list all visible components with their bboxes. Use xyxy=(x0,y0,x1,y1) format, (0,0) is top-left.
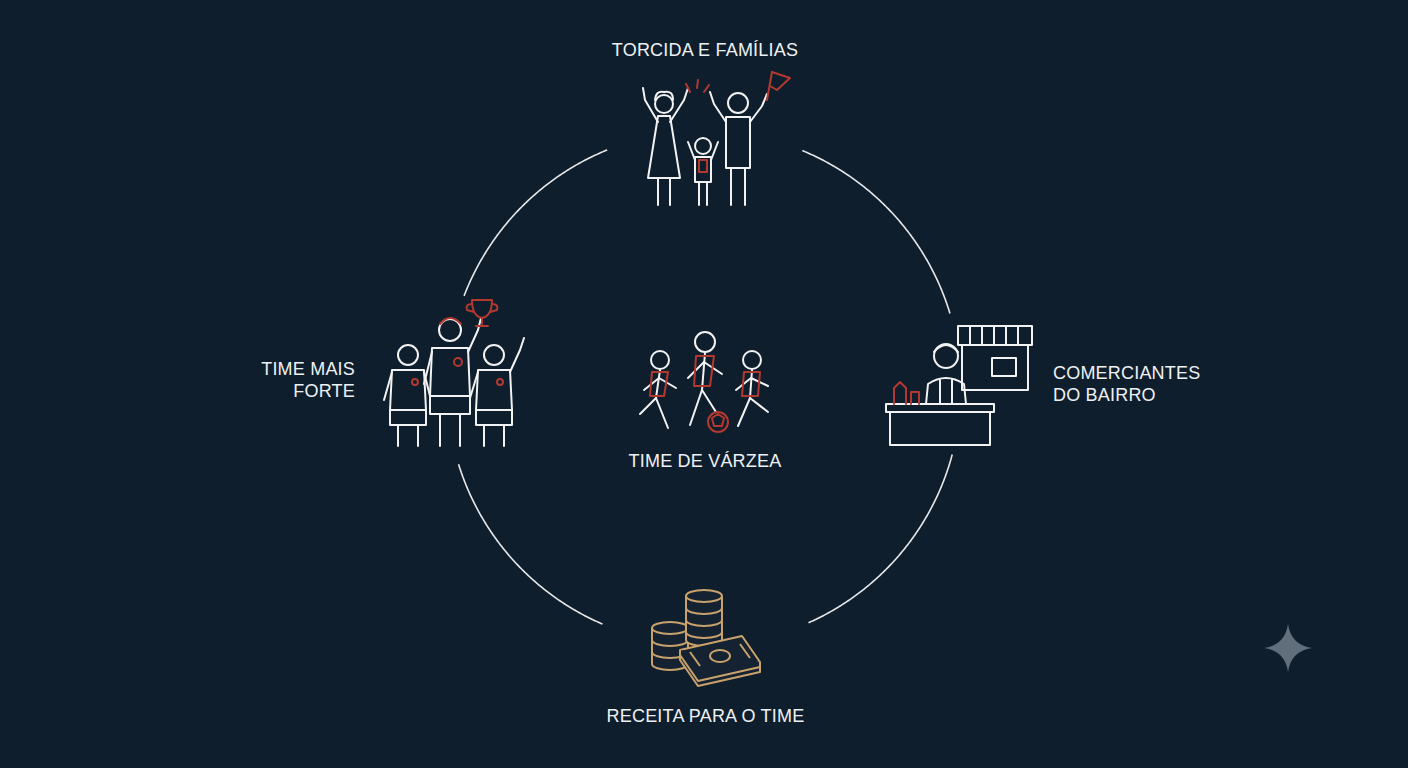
ring-arc xyxy=(464,150,607,296)
label-group: TIME DE VÁRZEA xyxy=(629,450,782,473)
icon-label-node: TIME DE VÁRZEA xyxy=(625,330,785,473)
icon-space xyxy=(885,318,1033,450)
ring-arc xyxy=(809,455,953,623)
node-label: RECEITA PARA O TIME xyxy=(607,705,805,728)
icon-space xyxy=(648,583,763,693)
icon-label-node: COMERCIANTES DO BAIRRO xyxy=(885,318,1213,450)
players-icon xyxy=(640,332,768,432)
icon-space xyxy=(620,65,790,150)
label-group: COMERCIANTES DO BAIRRO xyxy=(1053,362,1213,407)
label-group: TIME MAIS FORTE xyxy=(255,358,355,403)
node-label: TIME DE VÁRZEA xyxy=(629,450,782,473)
ring-arc xyxy=(459,464,603,624)
team-icon xyxy=(384,300,524,446)
node-label: COMERCIANTES DO BAIRRO xyxy=(1053,362,1213,407)
icon-label-node: RECEITA PARA O TIME xyxy=(607,583,805,728)
family-icon xyxy=(643,72,790,205)
ring-arc xyxy=(802,151,950,314)
label-group: RECEITA PARA O TIME xyxy=(607,705,805,728)
node-label: TIME MAIS FORTE xyxy=(255,358,355,403)
sparkle-mark xyxy=(1264,624,1312,672)
icon-label-node: TORCIDA E FAMÍLIAS xyxy=(612,39,798,151)
icon-label-node: TIME MAIS FORTE xyxy=(255,300,530,460)
icon-space xyxy=(625,330,785,440)
shop-icon xyxy=(886,326,1032,445)
node-label: TORCIDA E FAMÍLIAS xyxy=(612,39,798,62)
money-icon xyxy=(652,590,760,686)
icon-space xyxy=(380,300,530,460)
label-group: TORCIDA E FAMÍLIAS xyxy=(612,39,798,62)
